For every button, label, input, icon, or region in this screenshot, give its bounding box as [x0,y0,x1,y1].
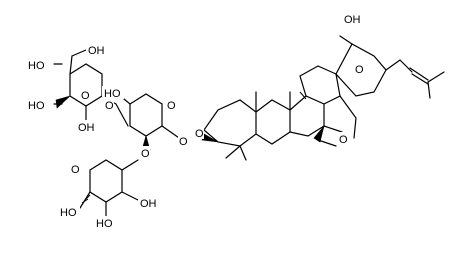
side-chain-bond [385,59,413,73]
ring-d [323,73,341,105]
label-pentose-c4-oh: HO [104,88,121,100]
ring-a [203,99,257,147]
lower-sugar-ring [89,159,123,203]
ring-c [289,95,325,137]
label-glucose-ring-o: O [81,90,90,102]
atom-labels: OH HO HO OH O O HO O O O O HO HO OH O [26,12,364,230]
label-lower-sugar-c3-oh: HO [96,218,113,230]
spiro-link [323,125,343,133]
label-lower-sugar-ring-o: O [71,164,80,176]
label-ether-bridge-o: O [339,134,348,146]
label-pyran-ring-o: O [355,64,364,76]
pentose-ring [129,93,163,137]
gem-dimethyl-bond-1 [239,145,247,161]
hash-lower-sugar-2 [81,198,89,204]
hash-ring-c-1 [299,91,307,100]
ring-c-upper [299,65,337,97]
c20-methyl-bond [339,35,353,45]
label-lower-sugar-c4-oh: HO [60,207,77,219]
label-glycosidic-o-2: O [141,148,150,160]
label-glucose-c3-oh: HO [28,100,45,112]
bond-lines [53,35,445,217]
label-glycosidic-o-3: O [179,136,188,148]
wedge-ring-c [313,125,325,143]
alkene-bond-1 [409,67,429,81]
terminal-methyl-2 [427,81,431,99]
alkene-bond-2 [411,73,429,85]
glucose-ch2oh-bond [71,49,87,57]
lower-sugar-c4-oh-bond [79,191,91,209]
label-glucose-c2-oh: OH [78,122,95,134]
label-lower-sugar-c2-oh: OH [140,198,157,210]
label-glycosidic-o-1: O [105,100,114,112]
label-c20-oh: OH [344,14,361,26]
lower-sugar-link [121,159,139,171]
hash-lower-sugar-1 [85,194,91,200]
ring-b [255,99,291,145]
glucose-ch2-bond [69,55,73,75]
gem-dimethyl-bond-2 [225,145,241,159]
wedge-glucose-c3 [55,95,71,109]
label-glucose-ch2oh: OH [88,45,105,57]
lower-sugar-c2-oh-bond [121,191,139,201]
stereo-wedges [55,91,325,204]
terminal-methyl-1 [427,71,445,83]
label-pentose-ring-o: O [167,100,176,112]
ring-e [339,95,357,139]
label-aglycone-c3-o: O [195,128,204,140]
label-glucose-c4-oh: HO [28,60,45,72]
